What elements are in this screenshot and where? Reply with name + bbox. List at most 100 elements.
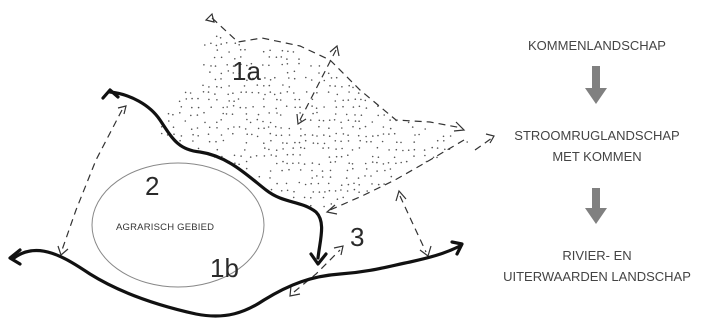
stipple-dot [299, 169, 302, 171]
stipple-dot [310, 182, 313, 185]
stipple-dot [304, 133, 306, 136]
stipple-dot [347, 154, 349, 156]
stipple-dot [214, 78, 217, 81]
stipple-dot [197, 97, 199, 100]
stipple-dot [256, 135, 259, 138]
stipple-dot [263, 85, 265, 87]
sequence-step-3-line-1: RIVIER- EN [562, 248, 631, 263]
stipple-dot [262, 120, 264, 123]
stipple-dot [233, 100, 235, 102]
stipple-dot [303, 147, 306, 150]
stipple-dot [233, 154, 236, 157]
stipple-dot [234, 58, 236, 60]
stipple-dot [311, 162, 314, 164]
stipple-dot [225, 42, 228, 44]
stipple-dot [225, 113, 228, 115]
stipple-dot [246, 118, 248, 121]
stipple-dot [220, 78, 222, 80]
landscape-sequence: KOMMENLANDSCHAP STROOMRUGLANDSCHAP MET K… [503, 38, 691, 284]
stipple-dot [395, 162, 397, 165]
stipple-dot [328, 189, 331, 192]
stipple-dot [240, 91, 242, 93]
stipple-dot [208, 86, 210, 88]
stipple-dot [216, 49, 219, 51]
stipple-dot [252, 106, 254, 108]
stipple-dot [347, 183, 350, 186]
stipple-dot [334, 85, 337, 87]
stipple-dot [286, 91, 289, 93]
stipple-dot [303, 163, 306, 165]
stipple-dot [210, 106, 212, 108]
stipple-dot [269, 79, 272, 81]
stipple-dot [286, 63, 289, 65]
stipple-dot [316, 135, 318, 137]
stipple-dot [220, 43, 222, 45]
stipple-dot [321, 176, 324, 178]
stipple-dot [348, 84, 351, 87]
stipple-dot [216, 99, 218, 101]
stipple-dot [269, 121, 272, 124]
stipple-dot [466, 141, 469, 143]
stipple-dot [216, 85, 218, 88]
stipple-dot [190, 128, 193, 130]
stipple-dot [220, 56, 223, 59]
stipple-dot [436, 156, 438, 159]
stipple-dot [288, 127, 291, 130]
stipple-dot [311, 177, 314, 179]
stipple-dot [240, 63, 242, 66]
zone-2-label: 2 [145, 171, 159, 201]
stipple-dot [346, 190, 349, 192]
stipple-dot [220, 86, 223, 89]
stipple-dot [382, 126, 385, 128]
stipple-dot [352, 106, 355, 108]
stipple-dot [340, 184, 343, 186]
stipple-dot [371, 183, 373, 185]
stipple-dot [243, 85, 246, 87]
stipple-dot [269, 49, 271, 52]
stipple-dot [300, 119, 302, 122]
stipple-dot [276, 112, 278, 114]
stipple-dot [220, 119, 222, 121]
stipple-dot [203, 111, 205, 114]
stipple-dot [240, 155, 242, 157]
stipple-dot [249, 121, 252, 124]
stipple-dot [280, 134, 283, 137]
stipple-dot [220, 72, 223, 75]
stipple-dot [423, 149, 426, 151]
stipple-dot [354, 98, 357, 100]
stipple-dot [250, 62, 253, 65]
stipple-dot [281, 63, 284, 66]
stipple-dot [239, 49, 242, 51]
stipple-dot [276, 98, 278, 101]
stipple-dot [381, 140, 384, 143]
stipple-dot [305, 91, 308, 93]
stipple-dot [414, 134, 416, 136]
stipple-dot [329, 85, 331, 87]
stipple-dot [252, 77, 254, 80]
stipple-dot [256, 84, 259, 86]
stipple-dot [341, 147, 343, 150]
stipple-dot [432, 156, 435, 159]
stipple-dot [268, 56, 271, 58]
stipple-dot [292, 51, 295, 53]
stipple-dot [413, 148, 416, 151]
stipple-dot [387, 162, 390, 164]
stipple-dot [400, 141, 402, 144]
stipple-dot [282, 148, 284, 150]
stipple-dot [172, 126, 175, 128]
stipple-dot [382, 163, 385, 165]
stipple-dot [351, 149, 354, 151]
stipple-dot [293, 70, 296, 73]
stipple-dot [407, 149, 410, 151]
stipple-dot [209, 71, 211, 73]
stipple-dot [360, 114, 363, 116]
sequence-step-2-line-2: MET KOMMEN [552, 149, 641, 164]
stipple-dot [269, 91, 272, 93]
stipple-dot [303, 196, 306, 199]
stipple-dot [279, 92, 282, 94]
stipple-dot [232, 92, 234, 94]
stipple-dot [233, 126, 235, 128]
stipple-dot [402, 149, 404, 152]
stipple-dot [377, 156, 380, 158]
stipple-dot [335, 155, 338, 158]
